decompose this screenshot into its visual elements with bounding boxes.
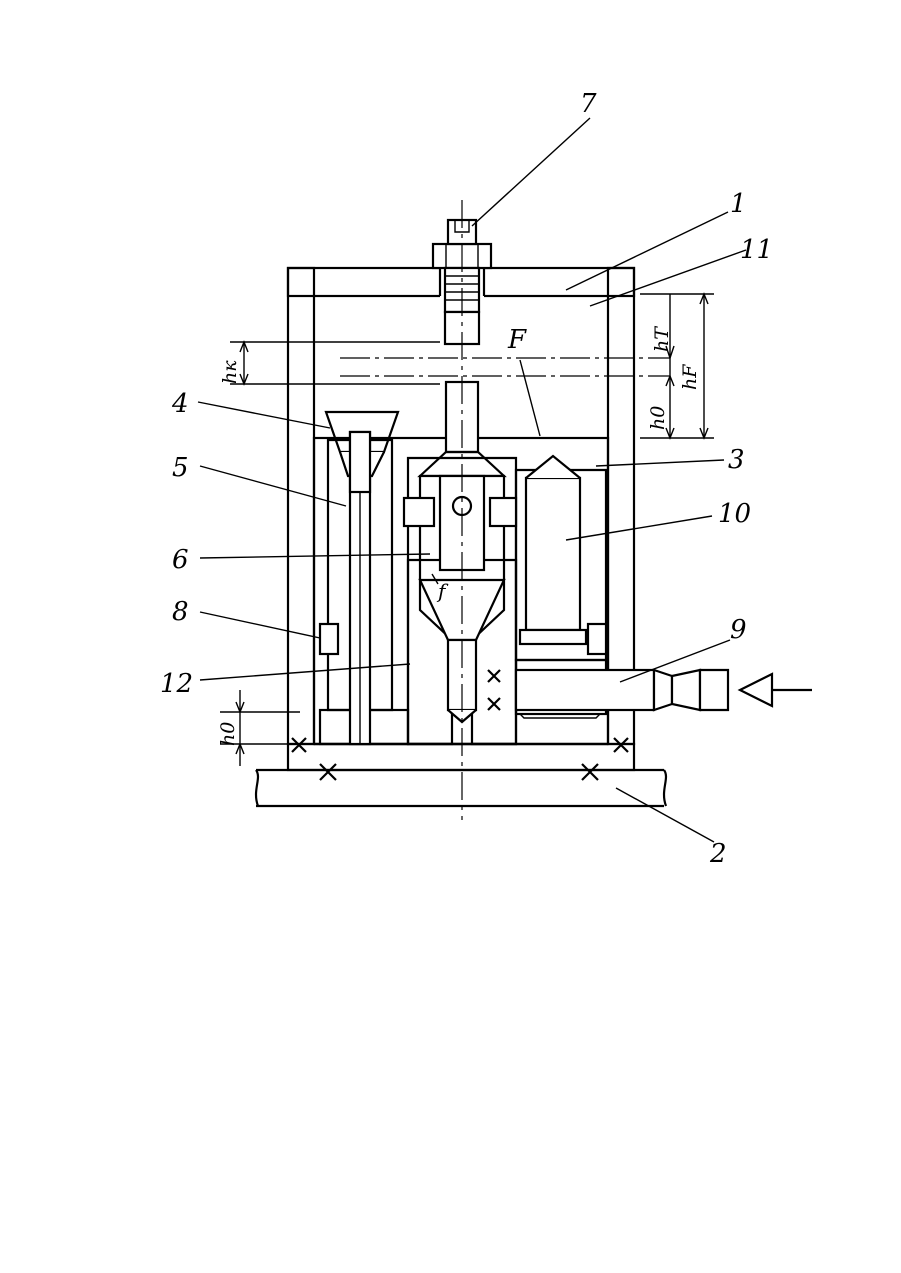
dim-hF: hF <box>679 364 701 390</box>
label-10: 10 <box>718 499 751 529</box>
label-12: 12 <box>160 669 193 699</box>
label-11: 11 <box>740 235 773 265</box>
label-4: 4 <box>171 389 189 419</box>
label-8: 8 <box>172 597 189 627</box>
label-3: 3 <box>728 445 745 475</box>
guide-pin <box>326 412 398 744</box>
inlet-fitting <box>488 670 812 718</box>
dim-hk: hк <box>219 360 241 384</box>
dim-h0-right: h0 <box>647 406 669 430</box>
dim-hT: hT <box>651 326 673 352</box>
base-table <box>256 764 666 806</box>
label-2: 2 <box>709 839 727 869</box>
dim-h0-left: h0 <box>217 722 239 746</box>
label-6: 6 <box>172 545 189 575</box>
label-7: 7 <box>580 89 597 119</box>
label-9: 9 <box>730 615 747 645</box>
label-1: 1 <box>730 189 747 219</box>
label-5: 5 <box>172 453 189 483</box>
label-F: F <box>507 325 527 355</box>
piston <box>520 456 586 644</box>
